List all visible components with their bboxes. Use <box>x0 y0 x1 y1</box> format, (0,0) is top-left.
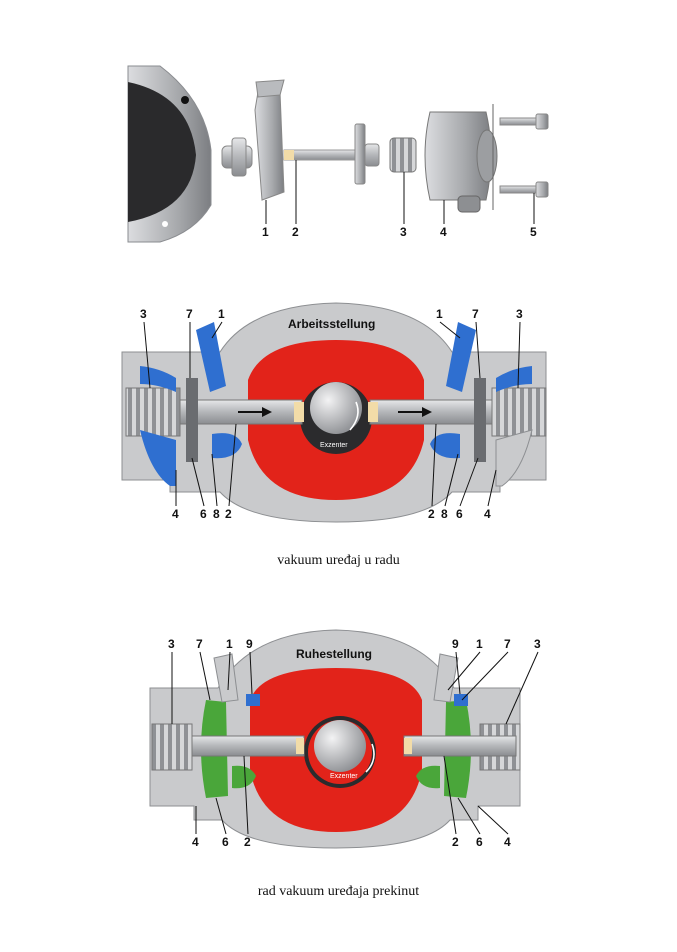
working-left-spring <box>125 387 181 437</box>
rest-leaders <box>171 651 539 835</box>
rest-right-plunger <box>403 735 517 757</box>
pump-housing-plate <box>127 65 212 243</box>
rest-label-bottom-2-left: 2 <box>244 835 251 849</box>
rest-position-diagram: Exzenter Ruhestellung 3 7 1 9 9 1 7 3 4 … <box>149 629 541 849</box>
rest-label-top-1-right: 1 <box>476 637 483 651</box>
working-leaders <box>143 321 521 507</box>
working-label-bottom-2-left: 2 <box>225 507 232 521</box>
exploded-view: 1 2 3 4 5 <box>127 65 549 243</box>
part-5-bolts <box>499 113 549 198</box>
rest-caption: rad vakuum uređaja prekinut <box>257 884 420 899</box>
rest-label-top-9-left: 9 <box>246 637 253 651</box>
exploded-leaders <box>265 160 535 224</box>
part-3-spring <box>389 137 417 173</box>
rest-label-top-3-left: 3 <box>168 637 175 651</box>
exploded-label-4: 4 <box>440 225 447 239</box>
working-caption: vakuum uređaj u radu <box>277 553 400 568</box>
working-label-bottom-8-left: 8 <box>213 507 220 521</box>
part-2-plunger <box>283 123 380 185</box>
exploded-label-5: 5 <box>530 225 537 239</box>
rest-label-top-9-right: 9 <box>452 637 459 651</box>
rest-label-bottom-4-left: 4 <box>192 835 199 849</box>
working-label-top-3-right: 3 <box>516 307 523 321</box>
rest-left-plunger <box>191 735 305 757</box>
part-4-cover <box>424 104 498 213</box>
rest-eccentric-shaft <box>314 720 366 772</box>
rest-label-top-7-right: 7 <box>504 637 511 651</box>
working-title: Arbeitsstellung <box>288 317 375 331</box>
working-left-valve <box>196 322 226 392</box>
working-right-valve <box>446 322 476 392</box>
rest-title: Ruhestellung <box>296 647 372 661</box>
working-label-bottom-4-left: 4 <box>172 507 179 521</box>
working-label-top-7-right: 7 <box>472 307 479 321</box>
working-label-top-1-left: 1 <box>218 307 225 321</box>
working-label-bottom-6-right: 6 <box>456 507 463 521</box>
working-position-diagram: Exzenter Arbeitsstellung 3 7 1 1 7 3 4 <box>121 302 547 523</box>
exploded-label-1: 1 <box>262 225 269 239</box>
rest-left-spring <box>151 723 193 771</box>
rest-label-bottom-6-right: 6 <box>476 835 483 849</box>
rest-label-bottom-6-left: 6 <box>222 835 229 849</box>
working-label-bottom-8-right: 8 <box>441 507 448 521</box>
rest-eccentric-label: Exzenter <box>330 773 358 780</box>
rest-label-top-7-left: 7 <box>196 637 203 651</box>
part-1-flange <box>221 79 285 201</box>
working-label-top-3-left: 3 <box>140 307 147 321</box>
working-label-top-1-right: 1 <box>436 307 443 321</box>
working-label-bottom-2-right: 2 <box>428 507 435 521</box>
exploded-label-2: 2 <box>292 225 299 239</box>
rest-label-top-3-right: 3 <box>534 637 541 651</box>
working-eccentric-shaft <box>310 382 362 434</box>
working-right-spring <box>491 387 547 437</box>
rest-label-top-1-left: 1 <box>226 637 233 651</box>
working-label-bottom-6-left: 6 <box>200 507 207 521</box>
working-label-top-7-left: 7 <box>186 307 193 321</box>
working-label-bottom-4-right: 4 <box>484 507 491 521</box>
exploded-label-3: 3 <box>400 225 407 239</box>
rest-left-valve-9 <box>246 694 260 706</box>
working-eccentric-label: Exzenter <box>320 442 348 449</box>
rest-label-bottom-2-right: 2 <box>452 835 459 849</box>
rest-label-bottom-4-right: 4 <box>504 835 511 849</box>
